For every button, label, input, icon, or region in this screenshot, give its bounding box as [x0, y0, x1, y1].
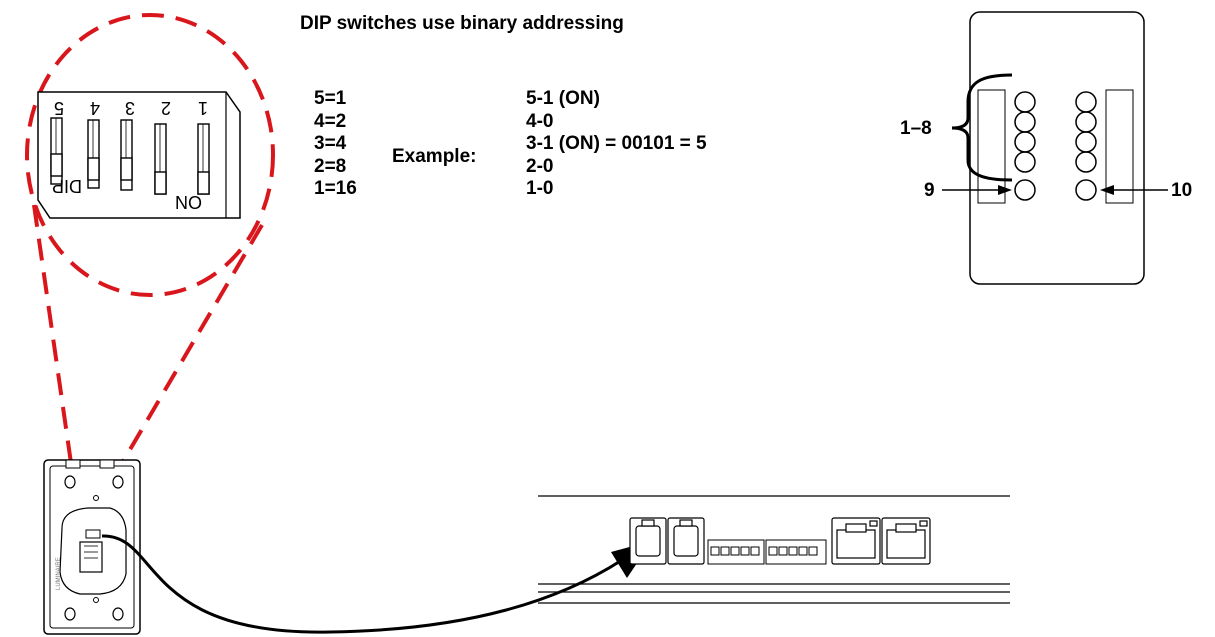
rj-port-pair: [629, 517, 705, 565]
dip-switch-thumbnail: [85, 529, 101, 539]
zoom-callout: [25, 13, 275, 472]
weight-3: 3=4: [314, 133, 347, 154]
led-4: [1014, 151, 1036, 173]
weight-1: 1=16: [314, 178, 357, 199]
led-9: [1014, 179, 1036, 201]
dip-switch-2: [154, 123, 167, 195]
leds-bracket: [951, 73, 1013, 182]
example-line-1: 1-0: [526, 178, 554, 199]
dip-switch-block: 5 4 3 2 1 DIP ON: [37, 91, 241, 219]
dip-number-5: 5: [54, 98, 64, 118]
terminal-block-2: [765, 539, 827, 565]
terminal-block-1: [707, 539, 765, 565]
dip-number-4: 4: [90, 98, 100, 118]
wall-station-connector: [79, 541, 103, 573]
rear-panel: [942, 11, 1168, 285]
zoom-circle: [25, 13, 275, 297]
example-line-4: 4-0: [526, 110, 554, 132]
arrow-10-head: [1100, 185, 1114, 195]
example-line-2: 2-0: [526, 155, 554, 177]
led-window-left: [977, 89, 1006, 204]
led-5: [1075, 91, 1097, 113]
zoom-line-left: [32, 204, 74, 471]
zoom-line-right: [116, 223, 264, 472]
example-label: Example:: [392, 146, 477, 167]
cable: [101, 534, 623, 634]
arrow-9-head: [998, 185, 1012, 195]
dip-number-3: 3: [125, 98, 135, 118]
led-window-right: [1105, 89, 1134, 204]
dip-on-label: ON: [175, 192, 202, 212]
diagram-title: DIP switches use binary addressing: [300, 13, 624, 34]
weight-4: 4=2: [314, 110, 347, 132]
led-column-right: [1075, 91, 1097, 201]
example-line-5: 5-1 (ON): [526, 88, 600, 109]
example-lines: 5-1 (ON) 4-0 3-1 (ON) = 00101 = 5 2-0 1-…: [526, 88, 707, 201]
weight-5: 5=1: [314, 88, 347, 109]
led-6: [1075, 111, 1097, 133]
led-7: [1075, 131, 1097, 153]
dip-switch-4: [87, 119, 100, 189]
switch-weights: 5=1 4=2 3=4 2=8 1=16: [314, 88, 357, 201]
device-brand-text: LUMINAIRE: [56, 557, 62, 590]
callout-port-9: 9: [924, 180, 935, 201]
ethernet-port-pair: [831, 517, 931, 565]
led-column-left: [1014, 91, 1036, 201]
dip-number-2: 2: [161, 98, 171, 118]
rear-panel-body: [969, 11, 1145, 285]
controller-board: [538, 495, 1010, 604]
wall-station: LUMINAIRE: [43, 459, 141, 635]
example-line-3: 3-1 (ON) = 00101 = 5: [526, 133, 707, 154]
dip-switch-1: [197, 123, 210, 195]
dip-switch-5: [50, 117, 63, 185]
led-3: [1014, 131, 1036, 153]
callout-port-10: 10: [1171, 180, 1193, 201]
mount-hole-tl: [64, 475, 76, 489]
weight-2: 2=8: [314, 155, 347, 177]
led-1: [1014, 91, 1036, 113]
led-2: [1014, 111, 1036, 133]
mount-hole-tr: [112, 475, 124, 489]
dip-switch-3: [120, 119, 133, 191]
callout-leds: 1–8: [900, 118, 932, 139]
dip-number-1: 1: [198, 98, 208, 118]
mount-hole-bl: [64, 607, 76, 621]
mount-hole-br: [112, 607, 124, 621]
dip-label: DIP: [52, 176, 82, 196]
led-10: [1075, 179, 1097, 201]
led-8: [1075, 151, 1097, 173]
